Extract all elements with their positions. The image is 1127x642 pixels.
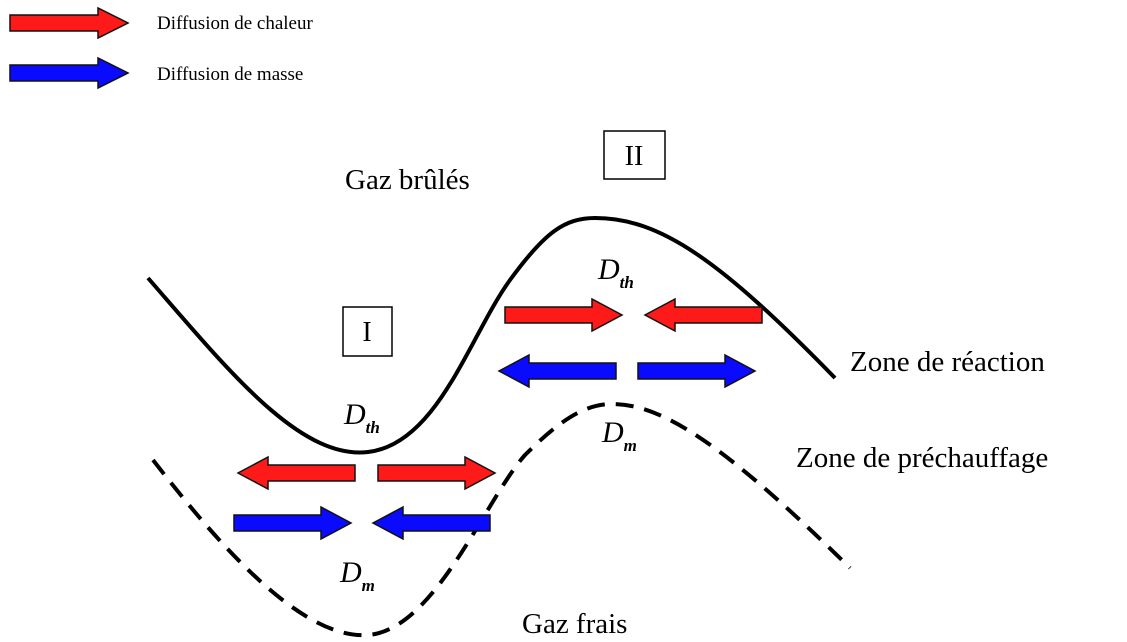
mass-arrow-region2-left — [497, 353, 617, 389]
mass-diffusivity-label-right: Dm — [601, 416, 637, 455]
heat-arrow-region1-left — [236, 455, 356, 491]
mass-diffusivity-label-left: Dm — [339, 556, 375, 595]
reaction-zone-label: Zone de réaction — [850, 346, 1045, 378]
region-2-marker: II — [603, 130, 666, 180]
mass-arrow-region1-left — [233, 505, 353, 541]
mass-arrow-region1-right — [371, 505, 491, 541]
fresh-gas-label: Gaz frais — [522, 608, 627, 640]
legend-heat-label: Diffusion de chaleur — [157, 13, 313, 34]
heat-arrow-region2-left — [504, 297, 624, 333]
reaction-zone-curve — [146, 215, 837, 455]
heat-arrow-region1-right — [377, 455, 497, 491]
legend: Diffusion de chaleur Diffusion de masse — [9, 6, 313, 90]
preheat-zone-curve — [151, 401, 852, 638]
legend-heat-arrow — [9, 6, 130, 40]
mass-arrow-region2-right — [637, 353, 757, 389]
region-1-marker: I — [342, 306, 393, 357]
svg-text:I: I — [362, 317, 371, 348]
svg-text:II: II — [625, 141, 644, 172]
legend-mass-label: Diffusion de masse — [157, 64, 303, 85]
preheat-zone-label: Zone de préchauffage — [796, 442, 1048, 474]
burnt-gas-label: Gaz brûlés — [345, 164, 470, 196]
heat-arrow-region2-right — [643, 297, 763, 333]
thermal-diffusivity-label-left: Dth — [343, 398, 380, 437]
legend-mass-arrow — [9, 56, 130, 90]
thermal-diffusivity-label-top: Dth — [597, 253, 634, 292]
